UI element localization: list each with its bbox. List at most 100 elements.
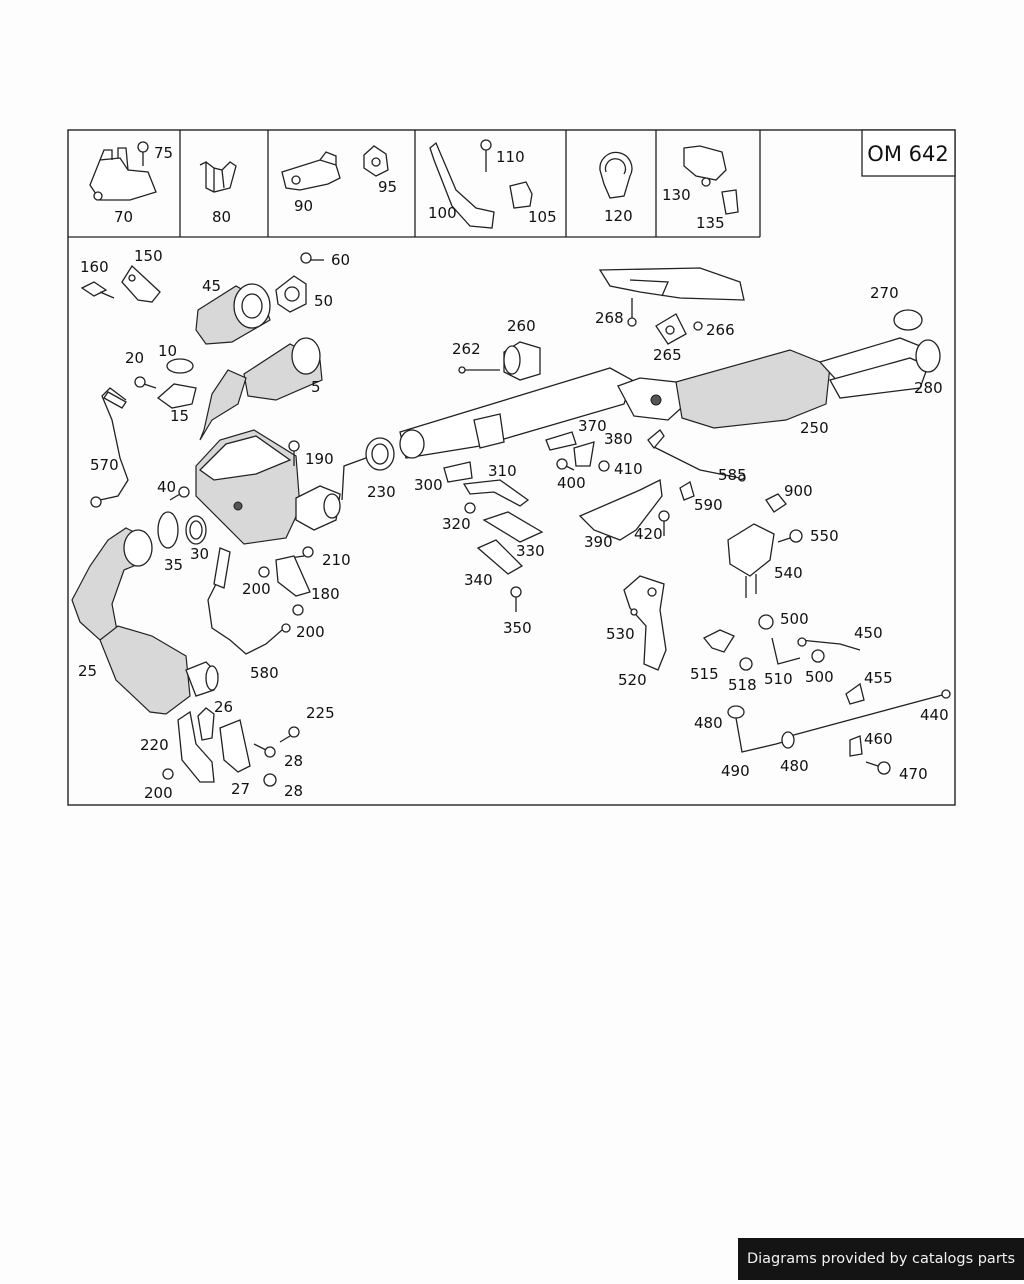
part-580-temperature-sensor — [207, 547, 291, 655]
callout-585: 585 — [718, 466, 747, 484]
part-300-bracket — [443, 461, 473, 483]
part-80-clip — [199, 160, 237, 193]
callout-515: 515 — [690, 665, 719, 683]
part-diesel-particulate-filter — [195, 369, 341, 545]
callout-90: 90 — [294, 197, 313, 215]
callout-150: 150 — [134, 247, 163, 265]
part-270-clamp — [893, 309, 923, 331]
callout-135: 135 — [696, 214, 725, 232]
part-320-nut — [464, 502, 476, 514]
part-400-bolt — [556, 458, 575, 471]
part-27-bracket — [219, 719, 251, 773]
part-490-hose — [735, 717, 791, 753]
callout-480-a: 480 — [694, 714, 723, 732]
part-100-bracket — [429, 141, 495, 229]
callout-268: 268 — [595, 309, 624, 327]
callout-350: 350 — [503, 619, 532, 637]
part-370-bracket — [545, 431, 577, 451]
callout-210: 210 — [322, 551, 351, 569]
part-570-oxygen-sensor — [90, 387, 129, 508]
part-380-bracket — [573, 441, 595, 467]
diagram-frame — [67, 129, 956, 806]
callout-60: 60 — [331, 251, 350, 269]
callout-200-a: 200 — [242, 580, 271, 598]
callout-10: 10 — [158, 342, 177, 360]
part-420-bolt — [658, 510, 670, 536]
part-28-bolt — [253, 743, 276, 758]
part-310-bracket — [462, 479, 530, 507]
part-110-bolt — [480, 139, 492, 172]
callout-300: 300 — [414, 476, 443, 494]
callout-260: 260 — [507, 317, 536, 335]
callout-380: 380 — [604, 430, 633, 448]
part-220-bracket — [177, 710, 215, 783]
part-26-bracket — [197, 707, 215, 741]
callout-120: 120 — [604, 207, 633, 225]
part-480-clamp-b — [781, 731, 795, 749]
footer-attribution: Diagrams provided by catalogs parts — [738, 1238, 1024, 1280]
part-135-clip — [721, 189, 739, 215]
callout-370: 370 — [578, 417, 607, 435]
part-515-clip — [702, 629, 735, 653]
engine-code-label: OM 642 — [867, 142, 948, 166]
part-210-bolt — [289, 546, 314, 559]
part-30-gasket — [185, 515, 207, 545]
part-40-bolt — [169, 486, 190, 501]
callout-580: 580 — [250, 664, 279, 682]
callout-250: 250 — [800, 419, 829, 437]
callout-550: 550 — [810, 527, 839, 545]
part-585-sensor — [647, 429, 746, 482]
small-parts-strip — [68, 130, 761, 238]
callout-200-b: 200 — [296, 623, 325, 641]
part-230-clamp — [365, 437, 395, 471]
callout-510: 510 — [764, 670, 793, 688]
part-266-nut — [693, 321, 703, 331]
callout-labels: 75 70 80 90 95 100 110 105 120 130 135 1… — [78, 144, 949, 802]
callout-180: 180 — [311, 585, 340, 603]
callout-540: 540 — [774, 564, 803, 582]
part-70-bracket — [89, 147, 157, 201]
leader-line — [341, 457, 367, 501]
part-200-nut-a — [258, 566, 270, 578]
callout-25: 25 — [78, 662, 97, 680]
part-intermediate-pipe — [399, 367, 633, 459]
callout-262: 262 — [452, 340, 481, 358]
callout-26: 26 — [214, 698, 233, 716]
part-455-clip — [845, 682, 865, 705]
part-120-clamp — [599, 151, 633, 199]
callout-590: 590 — [694, 496, 723, 514]
part-540-pressure-sensor — [727, 523, 775, 598]
part-550-bolt — [777, 529, 803, 543]
part-520-bracket — [623, 575, 667, 671]
callout-500-a: 500 — [780, 610, 809, 628]
part-500-fitting-a — [758, 614, 774, 630]
part-150-bracket — [121, 264, 161, 303]
callout-70: 70 — [114, 208, 133, 226]
callout-270: 270 — [870, 284, 899, 302]
part-15-clamp — [156, 383, 197, 409]
part-280-clamp — [915, 339, 941, 373]
callout-200-c: 200 — [144, 784, 173, 802]
part-530-bolt — [647, 587, 657, 597]
part-225-bolt — [279, 726, 300, 743]
callout-100: 100 — [428, 204, 457, 222]
part-460-clip — [849, 735, 863, 757]
callout-28-a: 28 — [284, 752, 303, 770]
callout-160: 160 — [80, 258, 109, 276]
callout-28-b: 28 — [284, 782, 303, 800]
callout-310: 310 — [488, 462, 517, 480]
callout-105: 105 — [528, 208, 557, 226]
part-105-clip — [509, 181, 533, 209]
callout-400: 400 — [557, 474, 586, 492]
callout-15: 15 — [170, 407, 189, 425]
part-95-nut — [363, 145, 389, 177]
part-130-bracket — [683, 145, 727, 187]
callout-95: 95 — [378, 178, 397, 196]
callout-80: 80 — [212, 208, 231, 226]
part-25-catalytic-converter — [71, 527, 219, 715]
callout-280: 280 — [914, 379, 943, 397]
callout-340: 340 — [464, 571, 493, 589]
part-470-bolt — [865, 761, 891, 775]
